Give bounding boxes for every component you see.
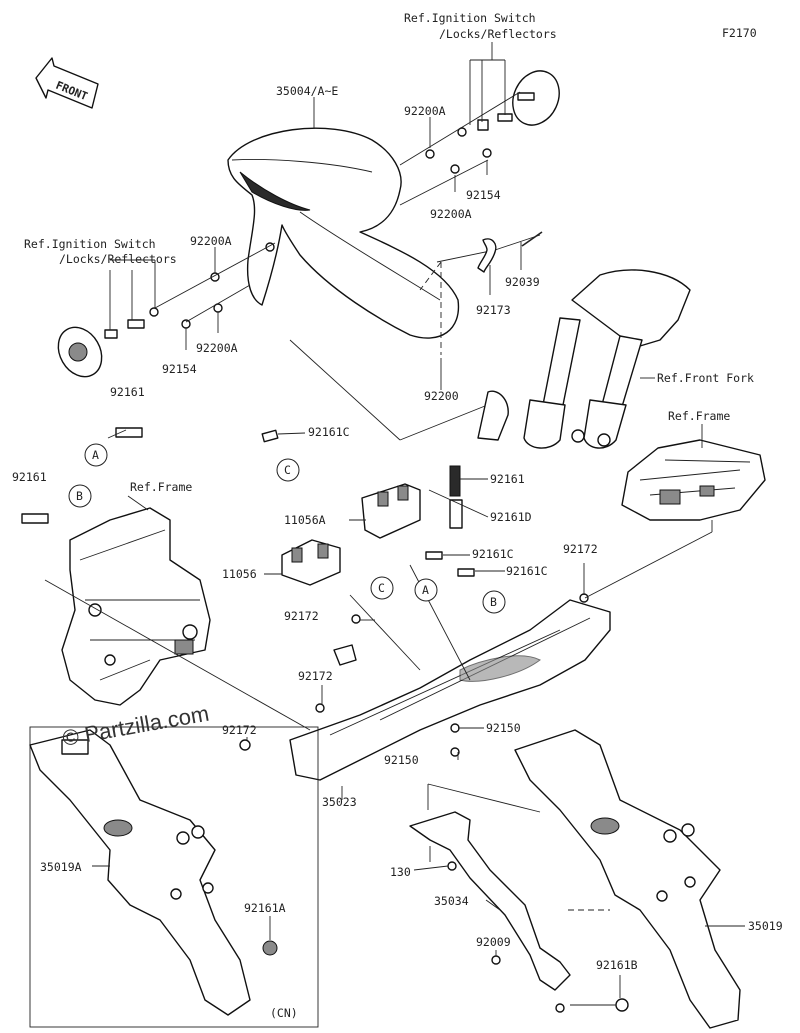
label-92173: 92173 (476, 303, 511, 317)
label-11056: 11056 (222, 567, 257, 581)
callout-circle-c-center: C (370, 576, 394, 600)
label-92039: 92039 (505, 275, 540, 289)
label-cn-region: (CN) (270, 1006, 298, 1020)
label-130: 130 (390, 865, 411, 879)
label-35004: 35004/A~E (276, 84, 338, 98)
bracket-35034-illustration (409, 783, 629, 1013)
small-parts-center (21, 427, 505, 577)
label-92172-1: 92172 (563, 542, 598, 556)
label-92161a: 92161A (244, 901, 286, 915)
rear-fender-35019-illustration (514, 729, 745, 1029)
label-92200a-2: 92200A (430, 207, 472, 221)
label-92161-3: 92161 (490, 472, 525, 486)
front-fender-illustration (227, 127, 460, 339)
clip-92173-illustration (477, 231, 543, 273)
connector-11056a-illustration (349, 483, 421, 539)
label-92161-2: 92161 (12, 470, 47, 484)
label-35034: 35034 (434, 894, 469, 908)
label-92161b: 92161B (596, 958, 638, 972)
label-92009: 92009 (476, 935, 511, 949)
label-92200: 92200 (424, 389, 459, 403)
callout-circle-a-left: A (84, 443, 108, 467)
callout-circle-b-left: B (68, 484, 92, 508)
label-35019: 35019 (748, 919, 783, 933)
label-ref-ignition-left-2: /Locks/Reflectors (59, 252, 177, 266)
label-92200a-1: 92200A (404, 104, 446, 118)
label-ref-front-fork: Ref.Front Fork (657, 371, 754, 385)
label-92154-2: 92154 (162, 362, 197, 376)
callout-circle-b-center: B (482, 590, 506, 614)
label-ref-ignition-top-2: /Locks/Reflectors (439, 27, 557, 41)
label-92161c-1: 92161C (308, 425, 350, 439)
label-92161c-2: 92161C (472, 547, 514, 561)
label-92150-2: 92150 (384, 753, 419, 767)
label-11056a: 11056A (284, 513, 326, 527)
label-35019a: 35019A (40, 860, 82, 874)
connector-11056-illustration (264, 539, 341, 586)
svg-text:B: B (76, 489, 83, 503)
frame-right-illustration (621, 424, 766, 521)
svg-text:A: A (422, 583, 429, 597)
reflector-right-illustration (425, 70, 560, 174)
diagram-code: F2170 (722, 26, 757, 40)
label-92150-1: 92150 (486, 721, 521, 735)
part-labels: Ref.Ignition Switch /Locks/Reflectors 35… (12, 11, 783, 1020)
label-92161-1: 92161 (110, 385, 145, 399)
label-ref-frame-left: Ref.Frame (130, 480, 192, 494)
callout-circle-a-center: A (414, 578, 438, 602)
label-92172-2: 92172 (284, 609, 319, 623)
cn-region-box (29, 726, 319, 1028)
svg-text:C: C (378, 581, 385, 595)
label-ref-ignition-top: Ref.Ignition Switch (404, 11, 536, 25)
front-direction-arrow: FRONT (35, 57, 99, 109)
label-92154-1: 92154 (466, 188, 501, 202)
label-92172-4: 92172 (222, 723, 257, 737)
svg-text:A: A (92, 448, 99, 462)
leader-lines-upper (109, 42, 541, 441)
label-ref-frame-right: Ref.Frame (668, 409, 730, 423)
label-92172-3: 92172 (298, 669, 333, 683)
svg-text:B: B (490, 595, 497, 609)
label-92200a-3: 92200A (190, 234, 232, 248)
watermark: © Partzilla.com (61, 701, 211, 751)
label-35023: 35023 (322, 795, 357, 809)
frame-left-illustration (61, 495, 211, 706)
front-fork-illustration (477, 269, 691, 449)
label-92200a-4: 92200A (196, 341, 238, 355)
label-ref-ignition-left: Ref.Ignition Switch (24, 237, 156, 251)
callout-circle-c-top: C (276, 458, 300, 482)
rear-fender-35019a-illustration (29, 729, 278, 1016)
svg-text:C: C (284, 463, 291, 477)
rear-fender-tray-35023-illustration (44, 520, 713, 800)
label-92161d: 92161D (490, 510, 532, 524)
label-92161c-3: 92161C (506, 564, 548, 578)
